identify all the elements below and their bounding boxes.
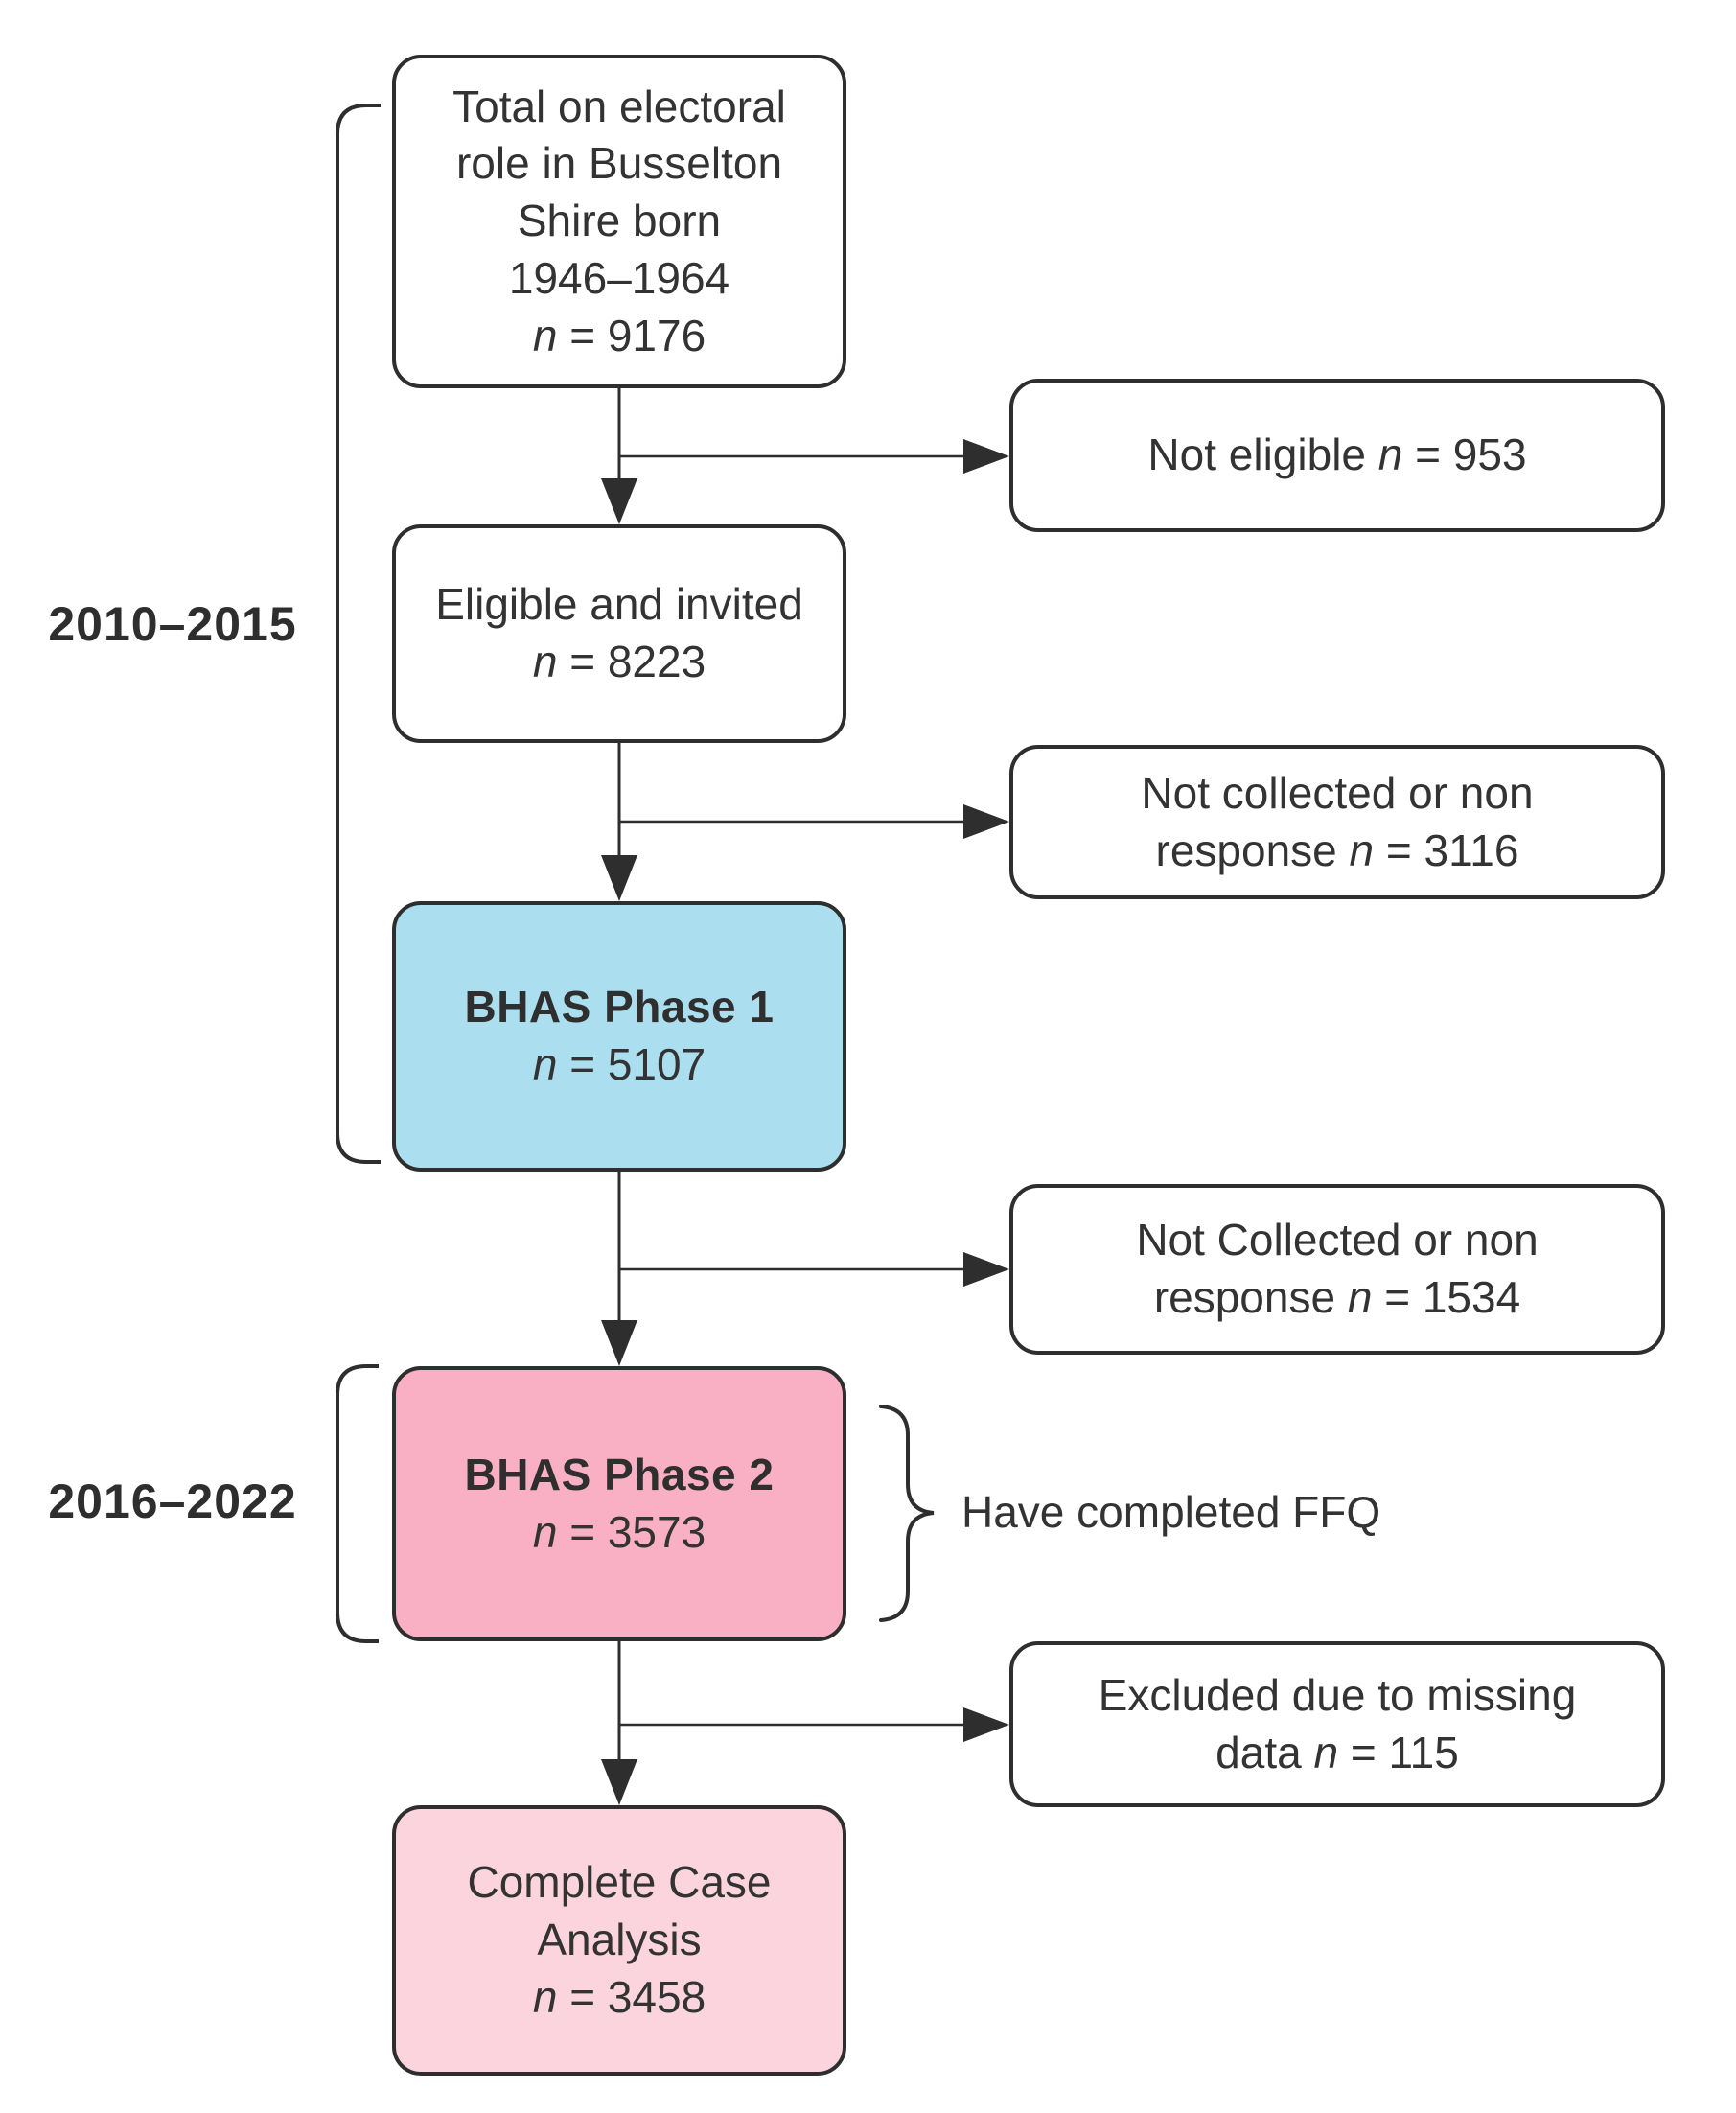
- box-complete-case-analysis: Complete Case Analysis n = 3458: [392, 1805, 846, 2076]
- side-box-line: Not collected or non: [1141, 767, 1534, 818]
- period-label-2010-2015: 2010–2015: [48, 597, 297, 651]
- box-not-collected-phase2: Not Collected or non response n = 1534: [1009, 1184, 1665, 1355]
- box-excluded-missing-data: Excluded due to missing data n = 115: [1009, 1641, 1665, 1807]
- arrowhead-right-4: [963, 1707, 1009, 1742]
- box-title-line: Complete Case: [467, 1857, 772, 1908]
- arrowhead-down-1: [601, 478, 637, 524]
- period-label-2016-2022: 2016–2022: [48, 1474, 297, 1528]
- side-box-line: Not Collected or non: [1136, 1215, 1539, 1265]
- box-title-line: Shire born: [517, 196, 722, 246]
- arrowhead-right-3: [963, 1252, 1009, 1287]
- box-eligible-invited: Eligible and invited n = 8223: [392, 524, 846, 743]
- arrowhead-right-1: [963, 439, 1009, 474]
- arrowhead-down-3: [601, 1320, 637, 1366]
- side-box-line: data n = 115: [1215, 1727, 1459, 1777]
- box-total-electoral-roll: Total on electoral role in Busselton Shi…: [392, 55, 846, 388]
- box-title-line: BHAS Phase 1: [464, 982, 775, 1033]
- box-not-eligible: Not eligible n = 953: [1009, 379, 1665, 532]
- box-bhas-phase-1: BHAS Phase 1 n = 5107: [392, 901, 846, 1172]
- arrowhead-down-2: [601, 855, 637, 901]
- box-title-line: 1946–1964: [508, 252, 730, 303]
- box-title-line: role in Busselton: [455, 138, 783, 189]
- side-box-line: Not eligible n = 953: [1147, 430, 1527, 480]
- side-box-line: response n = 1534: [1153, 1272, 1521, 1322]
- box-title-line: BHAS Phase 2: [464, 1449, 775, 1499]
- box-not-collected-phase1: Not collected or non response n = 3116: [1009, 745, 1665, 899]
- box-title-line: Analysis: [537, 1915, 702, 1965]
- brace-label-ffq: Have completed FFQ: [961, 1487, 1381, 1537]
- box-count: n = 8223: [532, 637, 706, 686]
- box-count: n = 3573: [532, 1506, 706, 1557]
- box-bhas-phase-2: BHAS Phase 2 n = 3573: [392, 1366, 846, 1641]
- bracket-2016-2022: [336, 1364, 379, 1643]
- side-box-line: Excluded due to missing: [1098, 1669, 1577, 1720]
- arrowhead-down-4: [601, 1759, 637, 1805]
- box-count: n = 3458: [532, 1971, 706, 2022]
- box-title-line: Total on electoral: [452, 81, 786, 131]
- curly-brace: [879, 1405, 935, 1622]
- box-count: n = 5107: [532, 1039, 706, 1089]
- box-title-line: Eligible and invited: [435, 579, 803, 630]
- arrowhead-right-2: [963, 804, 1009, 839]
- bracket-2010-2015: [336, 104, 381, 1164]
- side-box-line: response n = 3116: [1155, 824, 1519, 875]
- box-count: n = 9176: [532, 310, 706, 360]
